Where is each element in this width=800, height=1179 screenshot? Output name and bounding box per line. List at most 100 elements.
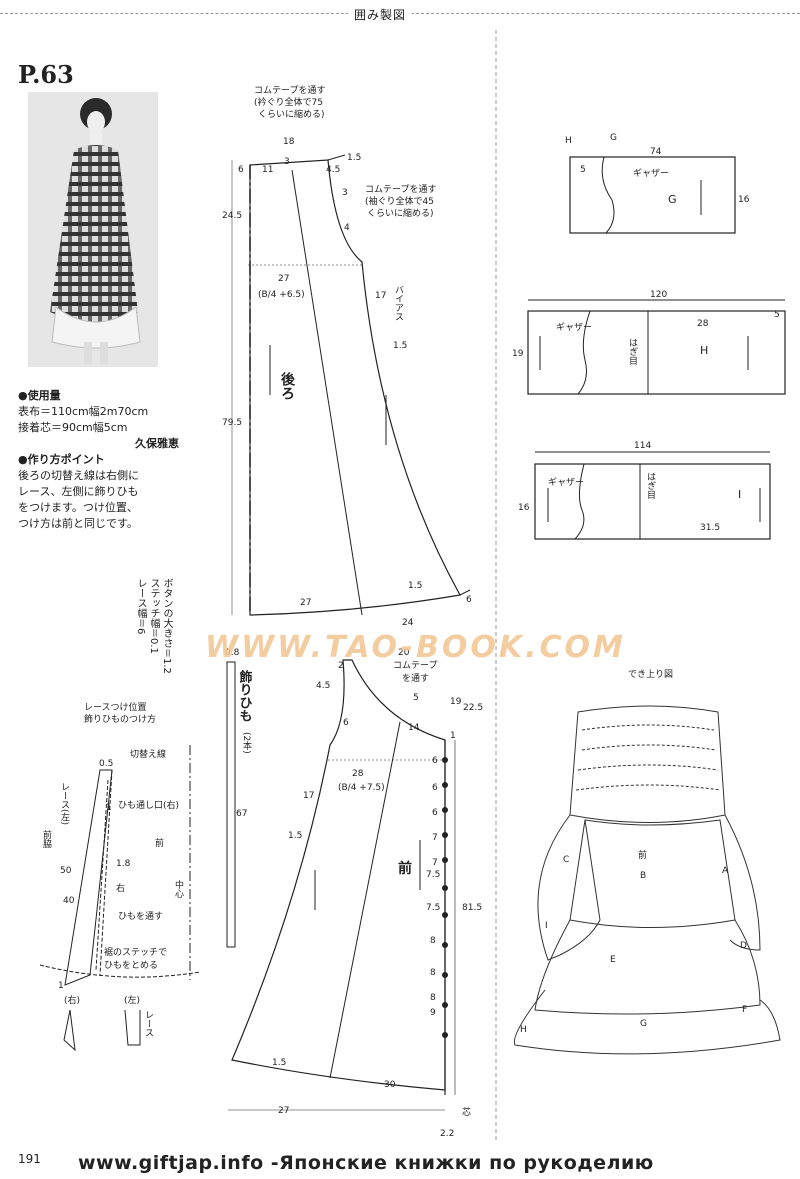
points-text-4: つけ方は前と同じです。 [18, 517, 138, 530]
detail-side: 前脇 [41, 829, 52, 849]
tier-i-width: 114 [634, 441, 651, 451]
back-arm-note-2: (袖ぐり全体で45 [365, 195, 434, 207]
detail-dim-1b: 1 [58, 981, 64, 991]
finished-label-h: H [520, 1025, 527, 1035]
front-dim-frac: (B/4 +7.5) [338, 783, 385, 793]
front-label: 前 [398, 860, 412, 877]
watermark: WWW.TAO-BOOK.COM [205, 630, 626, 665]
tier-g-5: 5 [580, 165, 586, 175]
points-text-3: をつけます。つけ位置、 [18, 501, 138, 514]
points-text-2: レース、左側に飾りひも [18, 485, 139, 498]
back-dim-18: 18 [283, 137, 295, 147]
back-dim-6: 6 [238, 165, 244, 175]
tier-h-5: 5 [774, 310, 780, 320]
back-dim-3b: 3 [342, 188, 348, 198]
back-label: 後ろ [279, 371, 295, 400]
detail-switch: 切替え線 [130, 748, 166, 760]
front-dim-5: 5 [413, 693, 419, 703]
detail-hem-1: 裾のステッチで [104, 946, 167, 958]
detail-lace: レース [143, 1010, 153, 1037]
finished-label-d: D [740, 941, 747, 951]
back-arm-note-1: コムテープを通す [365, 184, 436, 195]
front-pattern [228, 659, 456, 1111]
materials-fabric: 表布＝110cm幅2m70cm [18, 405, 149, 418]
lace-detail: レースつけ位置 飾りひものつけ方 切替え線 レース(左) 前脇 ひも通し口(右)… [39, 701, 201, 1052]
tier-g: H G 74 5 ギャザー G 16 [565, 133, 750, 234]
tier-g-label: G [668, 193, 677, 206]
finished-label-c: C [563, 855, 569, 865]
detail-front: 前 [155, 837, 164, 849]
tier-h-width: 120 [650, 290, 667, 300]
front-dim-14: 14 [408, 723, 420, 733]
back-dim-79-5: 79.5 [222, 418, 242, 428]
detail-lace-left: レース(左) [59, 782, 70, 825]
tier-h: 120 28 5 ギャザー はぎ目 H 19 [512, 290, 786, 395]
front-dim-22-5: 22.5 [463, 703, 483, 713]
tier-g-gather: ギャザー [633, 168, 669, 179]
back-dim-24-5: 24.5 [222, 211, 242, 221]
tier-g-height: 16 [738, 195, 750, 205]
back-labels: 後ろ コムテープを通す (衿ぐり全体で75 くらいに縮める) コムテープを通す … [222, 85, 472, 628]
page-label: P.63 [18, 60, 74, 89]
detail-right-label: (右) [64, 994, 80, 1006]
back-dim-27: 27 [278, 274, 289, 284]
button-gap-6: 7.5 [426, 870, 440, 880]
detail-through: ひもを通す [118, 911, 163, 922]
front-dim-30: 30 [384, 1080, 396, 1090]
button-gap-3: 6 [432, 808, 438, 818]
detail-dim-1: 1 [106, 803, 112, 813]
button-gap-2: 6 [432, 783, 438, 793]
button-gap-5: 7 [432, 858, 438, 868]
tier-i-31-5: 31.5 [700, 523, 720, 533]
tier-i-label: I [738, 488, 741, 501]
finished-label-a: A [722, 866, 729, 876]
tier-g-g: G [610, 133, 617, 143]
finished-label-f: F [742, 1005, 747, 1015]
size-note-button: ボタンの大きさ＝1.2 [161, 578, 172, 674]
materials-heading: ●使用量 [18, 389, 61, 402]
back-elastic-note-2: (衿ぐり全体で75 [254, 96, 323, 108]
footer-link[interactable]: www.giftjap.info -Японские книжки по рук… [78, 1152, 654, 1174]
front-labels: 前 コムテープ を通す 2 20 4.5 5 19 22.5 6 14 1 28… [272, 648, 483, 1139]
materials-info: ●使用量 表布＝110cm幅2m70cm 接着芯＝90cm幅5cm 久保雅恵 ●… [18, 388, 193, 532]
back-dim-4-5: 4.5 [326, 165, 340, 175]
back-dim-4: 4 [344, 223, 350, 233]
back-dim-1-5: 1.5 [347, 153, 361, 163]
detail-right: 右 [116, 882, 125, 894]
front-dim-20: 20 [398, 648, 410, 658]
front-dim-1-5b: 1.5 [272, 1058, 286, 1068]
detail-title-2: 飾りひものつけ方 [84, 713, 156, 725]
tier-h-gather: ギャザー [556, 322, 592, 333]
points-text-1: 後ろの切替え線は右側に [18, 469, 139, 482]
size-note: ボタンの大きさ＝1.2 ステッチ幅＝0.1 レース幅＝6 [134, 578, 173, 698]
finished-label-e: E [610, 955, 616, 965]
tier-h-seam: はぎ目 [627, 338, 637, 365]
tier-h-28: 28 [697, 319, 709, 329]
finished-drawing [513, 705, 781, 1055]
front-dim-81-5: 81.5 [462, 903, 482, 913]
detail-title-1: レースつけ位置 [84, 701, 147, 713]
tie-strip: 0.8 飾りひも (2本) 67 [225, 648, 252, 948]
front-core: 芯 [462, 1106, 471, 1118]
detail-dim-40: 40 [63, 896, 75, 906]
button-gap-7: 7.5 [426, 903, 440, 913]
front-dim-4-5: 4.5 [316, 681, 330, 691]
back-dim-17: 17 [375, 291, 386, 301]
tier-i-height: 16 [518, 503, 530, 513]
front-elastic: コムテープ [393, 660, 437, 671]
button-gap-9: 8 [430, 968, 436, 978]
front-dim-2-2: 2.2 [440, 1129, 454, 1139]
finished-title: でき上り図 [628, 669, 673, 680]
points-heading: ●作り方ポイント [18, 453, 105, 466]
front-dim-27: 27 [278, 1106, 289, 1116]
size-note-lace: レース幅＝6 [135, 578, 146, 635]
back-elastic-note-1: コムテープを通す [254, 85, 325, 96]
detail-dim-1-8: 1.8 [116, 859, 131, 869]
finished-label-front: 前 [638, 849, 647, 861]
front-dim-1-5: 1.5 [288, 831, 302, 841]
page-number: 191 [18, 1152, 41, 1166]
detail-left-label: (左) [124, 994, 140, 1006]
detail-dim-0-5: 0.5 [99, 759, 113, 769]
back-elastic-note-3: くらいに縮める) [258, 108, 325, 120]
front-dim-17: 17 [303, 791, 314, 801]
